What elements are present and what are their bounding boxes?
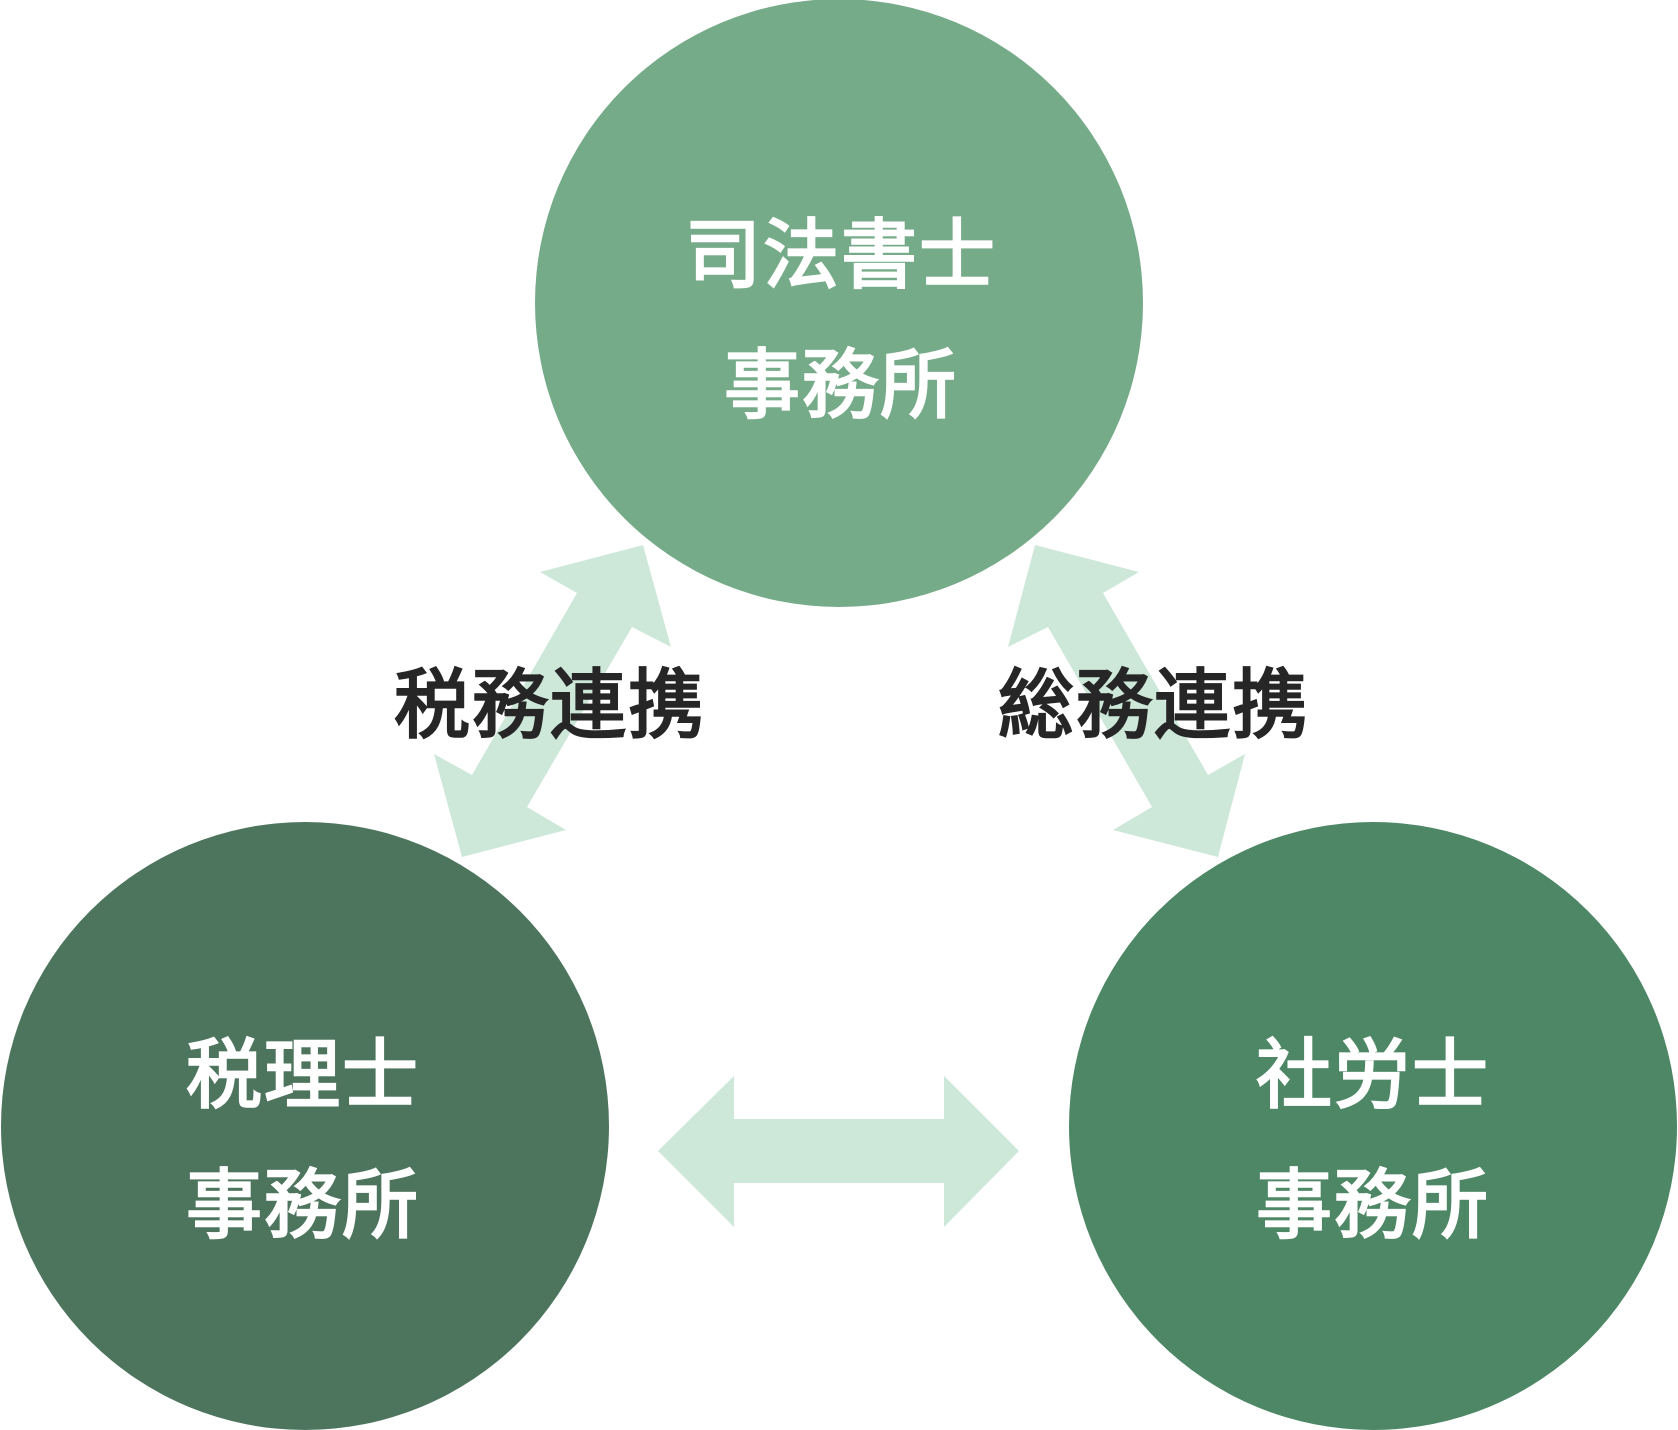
node-circle-top: [535, 0, 1143, 607]
node-tax-accountant-office: 税理士 事務所: [1, 822, 609, 1430]
node-circle-right: [1069, 822, 1677, 1430]
node-left-line1: 税理士: [186, 1031, 420, 1120]
node-right-line2: 事務所: [1256, 1161, 1490, 1250]
node-top-line2: 事務所: [724, 341, 958, 430]
node-left-line2: 事務所: [186, 1161, 420, 1250]
node-labor-consultant-office: 社労士 事務所: [1069, 822, 1677, 1430]
bottom-link-arrow-icon: [658, 1076, 1019, 1227]
node-top-line1: 司法書士: [685, 211, 997, 300]
tax-link-label: 税務連携: [394, 661, 706, 750]
tax-link-arrow-icon: [434, 545, 671, 857]
node-right-line1: 社労士: [1256, 1031, 1490, 1120]
node-circle-left: [1, 822, 609, 1430]
general-affairs-link-label: 総務連携: [998, 661, 1310, 750]
node-judicial-scrivener-office: 司法書士 事務所: [535, 0, 1143, 607]
general-affairs-link-arrow-icon: [1008, 545, 1245, 857]
